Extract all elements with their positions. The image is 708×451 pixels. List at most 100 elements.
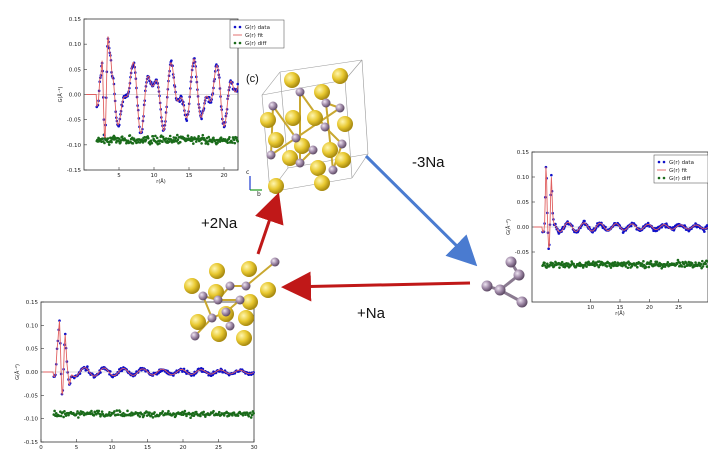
diff-point: [564, 264, 567, 268]
diff-point: [655, 260, 659, 264]
diff-point: [231, 141, 234, 144]
diff-point: [146, 136, 150, 140]
legend-marker: [238, 25, 242, 29]
diff-point: [558, 266, 561, 269]
p-atom: [481, 280, 493, 292]
diff-point: [186, 134, 190, 138]
diff-point: [661, 265, 665, 268]
diff-point: [119, 139, 123, 142]
diff-point: [131, 142, 135, 145]
na-atom: [335, 152, 351, 168]
diff-point: [77, 416, 80, 419]
diff-point: [176, 133, 179, 137]
diff-point: [644, 265, 648, 269]
diff-point: [90, 409, 93, 413]
diff-point: [596, 263, 599, 267]
y-tick-label: -0.10: [24, 417, 39, 423]
diff-point: [126, 409, 129, 413]
na-atom: [260, 282, 276, 298]
label-plusna: +Na: [357, 305, 386, 322]
p-atom: [516, 296, 528, 308]
diff-point: [690, 262, 694, 265]
x-tick-label: 5: [75, 445, 79, 451]
diff-point: [164, 137, 168, 140]
diff-point: [647, 265, 651, 269]
diff-point: [649, 259, 653, 263]
diff-point: [217, 410, 221, 414]
diff-point: [232, 138, 236, 142]
diff-point: [241, 413, 245, 417]
diff-point: [108, 410, 111, 414]
data-point: [705, 224, 708, 227]
diff-point: [212, 409, 215, 413]
axis-b-label: b: [257, 191, 261, 198]
bond: [325, 102, 334, 171]
y-tick-label: 0.00: [69, 93, 82, 99]
p-atom: [321, 98, 331, 108]
y-tick-label: 0.10: [517, 175, 530, 181]
panel-c-label: (c): [246, 73, 259, 85]
y-tick-label: 0.15: [26, 300, 39, 306]
diff-point: [249, 411, 252, 415]
y-tick-label: 0.00: [26, 370, 39, 376]
diff-point: [572, 262, 575, 266]
diff-point: [144, 138, 148, 142]
diff-point: [581, 266, 585, 269]
na-atom: [310, 160, 326, 176]
na-atom: [268, 132, 284, 148]
diff-point: [167, 409, 170, 413]
data-point: [170, 59, 173, 62]
legend-marker: [657, 160, 661, 164]
legend-label-diff: G(r) diff: [245, 41, 267, 47]
diff-point: [210, 140, 214, 144]
diff-point: [231, 414, 234, 417]
legend-marker: [238, 41, 242, 45]
x-tick-label: 20: [646, 305, 653, 311]
diff-point: [636, 265, 639, 269]
diff-point: [106, 137, 110, 140]
diff-point: [53, 409, 56, 413]
diff-point: [678, 261, 682, 265]
diff-point: [545, 266, 548, 269]
diff-point: [138, 141, 142, 144]
na-atom: [260, 112, 276, 128]
na-atom: [190, 314, 206, 330]
diff-point: [675, 262, 679, 266]
legend-marker: [662, 160, 666, 164]
p-atom: [513, 269, 525, 281]
diff-point: [620, 261, 624, 265]
diff-point: [63, 409, 66, 413]
diff-point: [154, 134, 157, 138]
p-atom: [335, 103, 345, 113]
diff-point: [107, 143, 111, 146]
p-atom: [213, 295, 223, 305]
diff-point: [639, 264, 643, 267]
diff-point: [149, 139, 153, 142]
diff-point: [592, 260, 595, 263]
diff-point: [598, 260, 601, 263]
diff-point: [216, 141, 219, 145]
data-point: [547, 247, 550, 250]
cell-edge: [351, 153, 369, 179]
p-atom: [225, 281, 235, 291]
diff-point: [178, 140, 182, 144]
na-atom: [241, 261, 257, 277]
x-tick-label: 30: [251, 445, 258, 451]
cell-edge: [261, 71, 281, 96]
cell-edge: [361, 59, 369, 155]
data-point: [192, 373, 196, 377]
diff-point: [701, 265, 705, 268]
legend-label-data: G(r) data: [245, 25, 270, 31]
x-axis-label: r(Å): [615, 310, 624, 317]
diff-point: [585, 265, 588, 268]
p-atom: [308, 145, 318, 155]
diff-point: [192, 142, 195, 145]
diff-point: [167, 140, 171, 144]
diff-point: [172, 412, 176, 416]
diff-point: [569, 264, 573, 267]
